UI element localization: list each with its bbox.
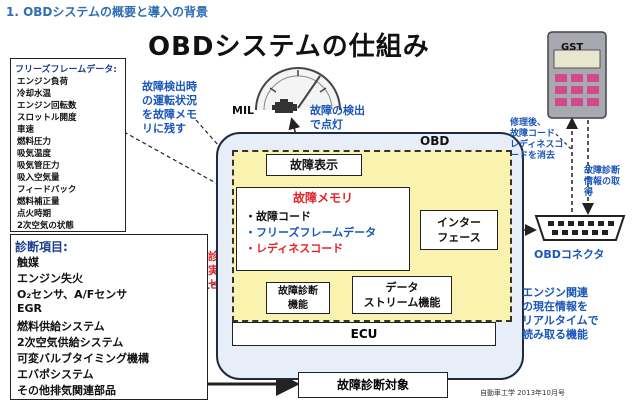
freeze-frame-title: フリーズフレームデータ: [15,65,117,75]
list-item: 可変バルブタイミング機構 [17,352,149,365]
list-item: 2次空気の状態 [17,221,74,231]
list-item: エンジン失火 [17,272,83,285]
note-line: 読み取る機能 [522,328,588,341]
gst-label: GST [561,42,584,53]
fault-memory-title: 故障メモリ [292,191,353,205]
mil-label: MIL [232,104,255,117]
interface-label: インター [437,216,481,229]
list-item: エンジン負荷 [17,77,69,87]
interface-box: インター フェース [420,210,498,250]
list-item: 燃料供給システム [17,320,105,333]
memory-item: ・レディネスコード [245,242,344,255]
list-item: 吸入空気量 [17,173,60,183]
note-line: 故障の検出 [310,104,365,117]
list-item: 吸気管圧力 [17,161,60,171]
footer-source: 自動車工学 2013年10月号 [480,389,565,397]
note-line: 得 [584,188,594,198]
memory-item: ・フリーズフレームデータ [245,226,377,239]
interface-label: フェース [437,231,481,244]
note-line: の現在情報を [522,300,588,313]
note-line: リに残す [142,122,186,135]
list-item: 冷却水温 [17,89,52,99]
diagnosis-target-box: 故障診断対象 [298,372,448,398]
list-item: エンジン回転数 [17,101,77,111]
clear-note: 修理後、 故障コード レディネスコ ードを消去 [510,118,563,162]
diag-function-label: 機能 [288,300,308,311]
store-note: 故障検出時 の運転状況 を故障メモ リに残す [142,80,197,136]
obd-label: OBD [420,134,450,148]
memory-item: ・故障コード [245,210,311,223]
list-item: 吸気温度 [17,149,52,159]
list-item: 触媒 [17,256,39,269]
note-line: の運転状況 [142,94,197,107]
note-line: レディネスコ [510,140,564,150]
note-line: 故障診断 [584,166,621,176]
engine-note: エンジン関連 の現在情報を リアルタイムで 読み取る機能 [522,286,599,342]
note-line: を故障メモ [142,108,197,121]
diagnosis-title: 診断項目: [15,240,68,254]
data-stream-label: データ [385,281,419,294]
list-item: 燃料補正量 [17,197,60,207]
data-stream-box: データ ストリーム機能 [352,276,452,314]
list-item: 2次空気供給システム [17,336,124,349]
list-item: O₂センサ、A/Fセンサ [17,288,128,301]
note-line: 情報の取 [584,177,621,187]
header-bar: 1. OBDシステムの概要と導入の背景 [0,0,640,24]
header-text: 1. OBDシステムの概要と導入の背景 [6,5,209,19]
list-item: 車速 [17,125,35,135]
note-line: で点灯 [310,118,343,131]
list-item: フィードバック [17,185,77,195]
note-line: 修理後、 [510,118,547,128]
list-item: 点火時期 [17,209,52,219]
obd-connector-label: OBDコネクタ [534,248,605,261]
engine-warning-icon [272,99,297,113]
gst-device-icon [547,31,607,119]
list-item: その他排気関連部品 [17,384,116,397]
obd-connector-icon [534,215,626,241]
list-item: 燃料圧力 [17,137,52,147]
diagnosis-box: 診断項目: 触媒 エンジン失火 O₂センサ、A/Fセンサ EGR 燃料供給システ… [10,234,208,400]
list-item: エバポシステム [17,368,94,381]
fault-memory-box: 故障メモリ ・故障コード ・フリーズフレームデータ ・レディネスコード [236,187,410,271]
note-line: 故障検出時 [142,80,197,93]
fault-display-box: 故障表示 [266,154,362,176]
note-line: リアルタイムで [522,314,599,327]
page-title: OBDシステムの仕組み [148,32,430,62]
speedometer-icon [255,67,341,111]
note-line: ードを消去 [510,151,556,161]
ecu-bar: ECU [232,322,496,346]
note-line: エンジン関連 [522,286,588,299]
diag-function-box: 故障診断 機能 [266,282,330,314]
light-note: 故障の検出 で点灯 [310,104,365,132]
data-stream-label: ストリーム機能 [363,296,441,309]
fetch-note: 故障診断 情報の取 得 [584,166,620,199]
note-line: 故障コード [510,129,556,139]
list-item: EGR [17,302,43,315]
diag-function-label: 故障診断 [278,286,318,297]
freeze-frame-box: フリーズフレームデータ: エンジン負荷 冷却水温 エンジン回転数 スロットル開度… [10,58,126,232]
list-item: スロットル開度 [17,113,77,123]
